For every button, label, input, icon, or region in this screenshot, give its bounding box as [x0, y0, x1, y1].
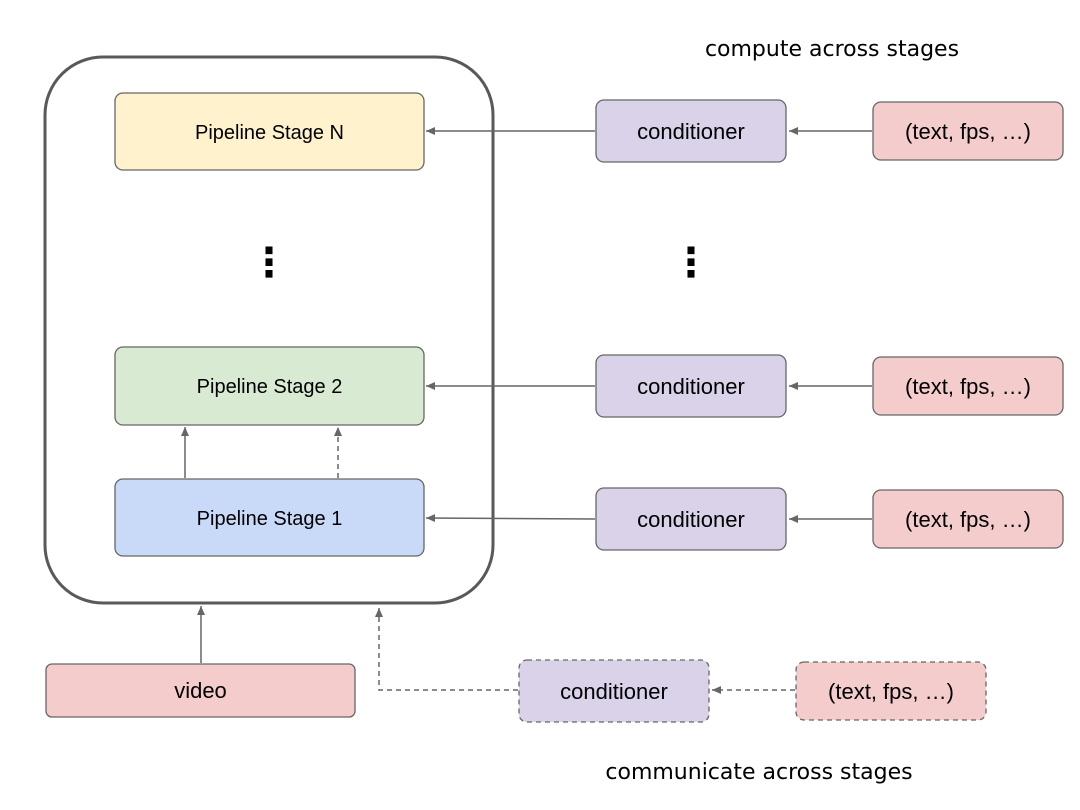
- pipeline-stage-n: Pipeline Stage N: [114, 92, 425, 171]
- conditioner-label-2: conditioner: [637, 374, 745, 399]
- communicate-inputs-label: (text, fps, …): [828, 679, 954, 704]
- conditioner-box-2: [595, 354, 787, 418]
- conditioner-row-n: conditioner (text, fps, …): [426, 99, 1064, 163]
- inputs-box-n: [872, 101, 1064, 161]
- conditioner-row-2: conditioner (text, fps, …): [426, 354, 1064, 418]
- conditioner-ellipsis: ⋮: [671, 240, 711, 286]
- caption-compute-across-stages: compute across stages: [705, 37, 959, 62]
- communicate-inputs-box: [795, 661, 987, 721]
- inputs-box-1: [872, 489, 1064, 549]
- video-box: [45, 663, 356, 718]
- pipeline-stage-n-label: Pipeline Stage N: [195, 122, 344, 144]
- pipeline-stage-n-box: [114, 92, 425, 171]
- conditioner-box-n: [595, 99, 787, 163]
- inputs-box-2: [872, 356, 1064, 416]
- video-input: video: [45, 606, 356, 718]
- pipeline-stage-1: Pipeline Stage 1: [114, 478, 425, 557]
- communicate-conditioner-box: [518, 659, 710, 723]
- conditioner-to-stage-1-arrow: [425, 514, 596, 523]
- pipeline-stage-2-box: [114, 346, 425, 426]
- pipeline-stage-2-label: Pipeline Stage 2: [197, 376, 343, 398]
- inputs-label-2: (text, fps, …): [905, 374, 1031, 399]
- communicate-conditioner-to-pipeline-arrow: [375, 608, 518, 691]
- conditioner-row-1: conditioner (text, fps, …): [425, 487, 1064, 551]
- video-label: video: [174, 678, 227, 703]
- pipeline-container: [43, 55, 495, 605]
- inputs-label-n: (text, fps, …): [905, 119, 1031, 144]
- communicate-conditioner-label: conditioner: [560, 679, 668, 704]
- conditioner-label-1: conditioner: [637, 507, 745, 532]
- communicate-conditioner-row: conditioner (text, fps, …): [375, 608, 987, 723]
- conditioner-label-n: conditioner: [637, 119, 745, 144]
- pipeline-stage-2: Pipeline Stage 2: [114, 346, 425, 426]
- pipeline-stage-1-box: [114, 478, 425, 557]
- pipeline-ellipsis: ⋮: [249, 240, 289, 286]
- caption-communicate-across-stages: communicate across stages: [605, 760, 912, 785]
- conditioner-box-1: [595, 487, 787, 551]
- inputs-label-1: (text, fps, …): [905, 507, 1031, 532]
- pipeline-stage-1-label: Pipeline Stage 1: [197, 508, 343, 530]
